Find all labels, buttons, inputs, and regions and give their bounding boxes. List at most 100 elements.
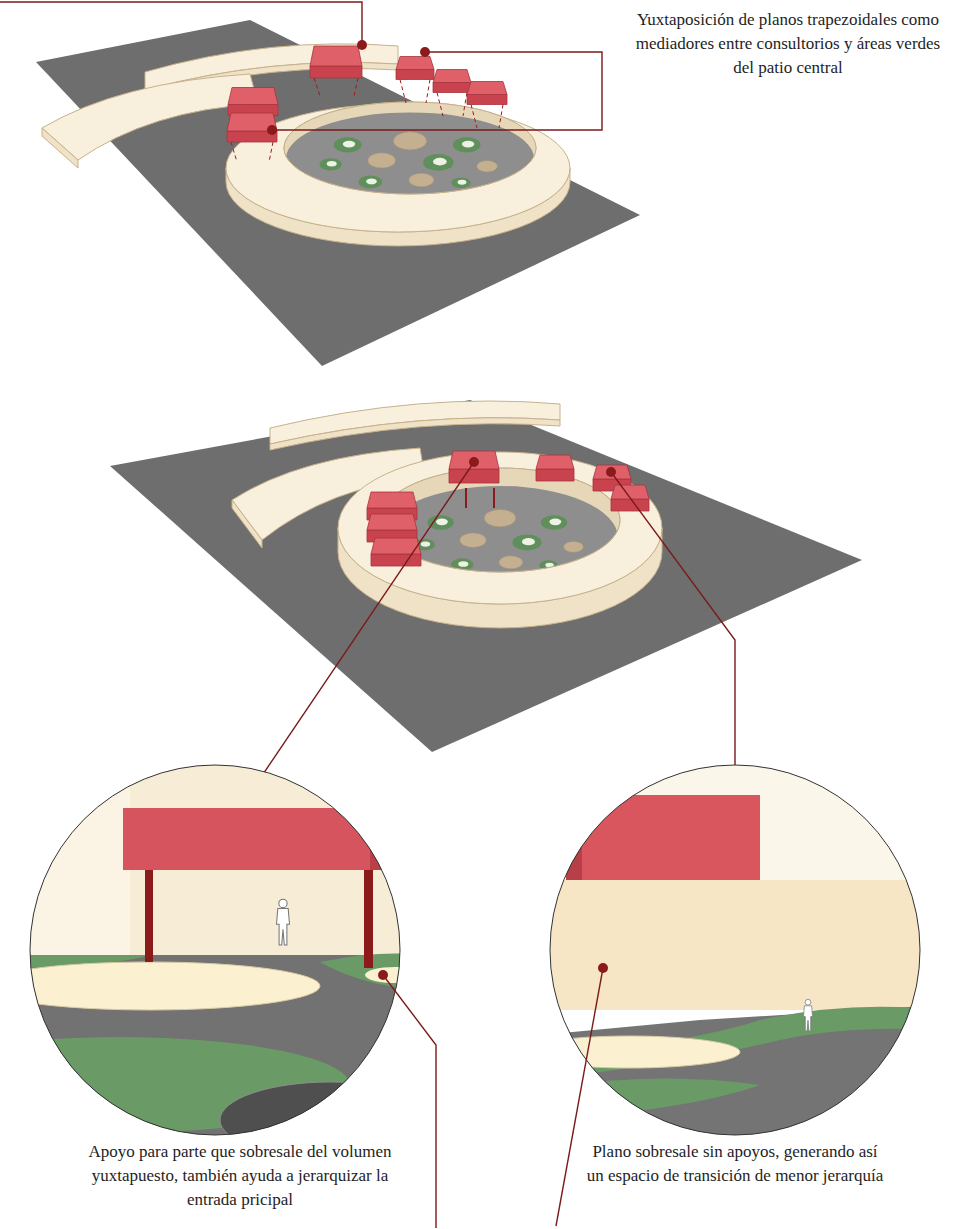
tan-area xyxy=(564,541,584,552)
ground-plane xyxy=(36,20,640,366)
tan-area xyxy=(368,153,396,168)
red-box-top xyxy=(396,57,434,70)
person-body xyxy=(804,1006,813,1031)
detail-frame xyxy=(550,765,920,1135)
cream-area xyxy=(365,967,425,983)
ground xyxy=(540,1005,940,1140)
wall xyxy=(540,880,940,1010)
red-box-top xyxy=(228,88,278,105)
projection-dash xyxy=(354,78,358,96)
ring-top xyxy=(226,102,570,232)
red-box-front xyxy=(449,469,499,483)
green-area xyxy=(320,158,342,170)
wall-shade xyxy=(20,760,130,970)
detail-frame xyxy=(30,765,400,1135)
leader-line xyxy=(556,968,603,1226)
green-area xyxy=(334,137,362,152)
wall xyxy=(20,760,420,970)
support-column xyxy=(465,488,467,508)
leader-line xyxy=(0,2,362,45)
ground-plane xyxy=(110,400,862,752)
green-area xyxy=(451,177,470,188)
projection-dash xyxy=(499,105,503,129)
wall-upper xyxy=(540,760,940,882)
detail-view-left xyxy=(0,760,440,1158)
building-wing xyxy=(232,448,425,540)
support-column xyxy=(493,488,495,508)
red-box-top xyxy=(367,492,417,508)
courtyard-floor xyxy=(286,112,534,204)
tan-area xyxy=(460,533,486,548)
leader-dot xyxy=(378,970,388,980)
wing-side xyxy=(232,500,262,548)
projection-dash xyxy=(471,105,477,129)
red-box-front xyxy=(310,66,362,78)
detail-view-right xyxy=(520,760,940,1140)
tan-area xyxy=(499,556,523,569)
red-box-front xyxy=(611,499,649,511)
annotation-text: Plano sobresale sin apoyos, generando as… xyxy=(585,1140,885,1188)
green-area xyxy=(541,515,567,530)
red-box-top xyxy=(367,514,417,530)
red-box-front xyxy=(396,70,434,80)
red-box-top xyxy=(310,46,362,66)
leader-line xyxy=(272,52,602,130)
green-area xyxy=(512,534,541,550)
green-area-center xyxy=(343,141,355,148)
courtyard xyxy=(284,102,536,205)
leader-dot xyxy=(420,47,430,57)
leader-dot xyxy=(357,40,367,50)
leader-dot xyxy=(598,963,608,973)
projection-dash xyxy=(426,80,430,104)
green-area-center xyxy=(522,538,535,545)
green-area-center xyxy=(462,141,474,148)
red-volume-side xyxy=(566,795,582,880)
green-area xyxy=(359,175,383,188)
tan-area xyxy=(409,173,434,187)
tan-area xyxy=(477,161,498,172)
green-area-center xyxy=(327,161,337,167)
red-box-top xyxy=(449,451,499,469)
leader-dot xyxy=(267,125,277,135)
green-area-center xyxy=(433,158,447,166)
tan-area xyxy=(393,132,426,150)
red-volume xyxy=(566,795,760,880)
projection-dash xyxy=(314,78,320,96)
red-box-top xyxy=(433,70,471,83)
annotation-text: Yuxtaposición de planos trapezoidales co… xyxy=(628,8,948,80)
green-area-center xyxy=(436,519,448,526)
tan-area xyxy=(484,509,516,526)
leader-line xyxy=(383,975,436,1228)
green-area-center xyxy=(549,519,561,526)
red-volume xyxy=(123,808,385,870)
green-area xyxy=(423,154,453,171)
projection-dash xyxy=(231,142,237,162)
green-area xyxy=(453,137,481,152)
projection-dash xyxy=(437,93,443,117)
projection-dash xyxy=(463,93,467,117)
leader-dot xyxy=(469,457,479,467)
wing-side xyxy=(42,128,78,168)
cream-area xyxy=(0,962,320,1010)
wing-side xyxy=(270,418,560,450)
building-wing xyxy=(42,74,258,160)
column xyxy=(364,868,373,968)
green-area xyxy=(451,558,473,570)
green-area-center xyxy=(458,561,468,567)
person-head xyxy=(805,999,811,1005)
annotation-text: Apoyo para parte que sobresale del volum… xyxy=(72,1140,408,1212)
top-axonometric xyxy=(0,2,640,366)
green-area-center xyxy=(458,180,467,185)
person-figure xyxy=(277,899,290,945)
leader-dot xyxy=(606,467,616,477)
red-box-top xyxy=(467,82,507,95)
red-box-front xyxy=(467,95,507,105)
red-box-front xyxy=(433,83,471,93)
red-box-top xyxy=(536,455,574,469)
red-box-top xyxy=(593,465,631,479)
ring-top xyxy=(338,452,662,604)
person-figure xyxy=(804,999,813,1031)
red-box-front xyxy=(371,554,421,566)
